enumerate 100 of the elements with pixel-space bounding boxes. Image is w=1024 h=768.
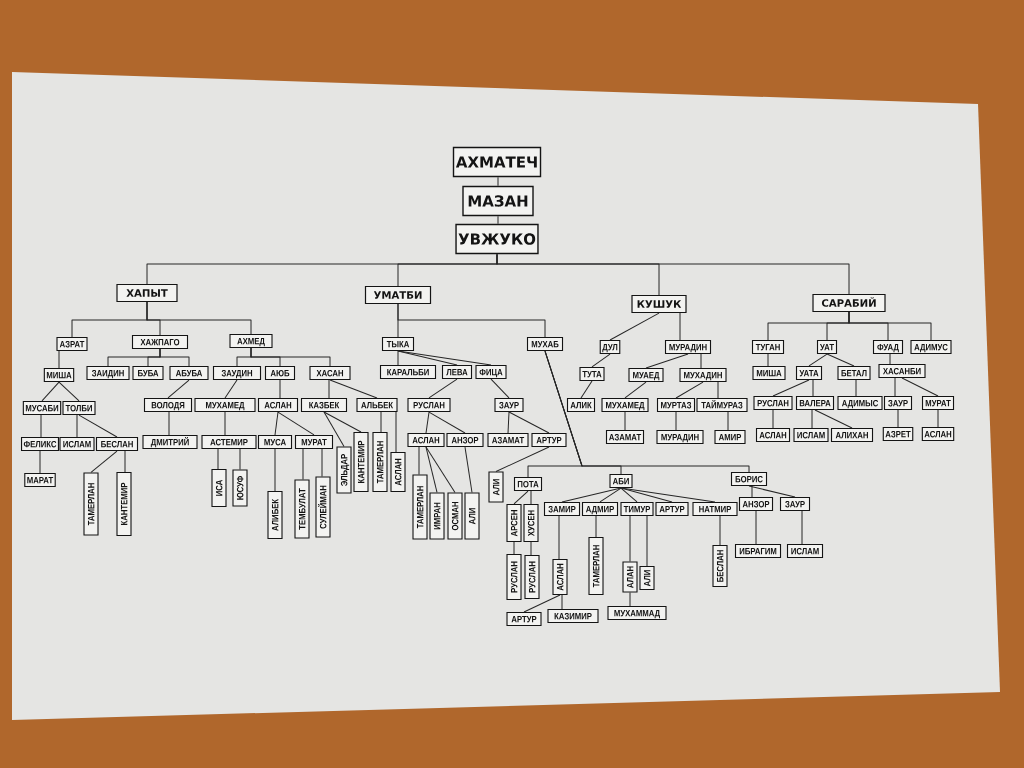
name-box: ХАПЫТ [116,283,178,303]
connector-line [490,378,510,399]
connector-line [496,253,850,295]
name-box: АСТЕМИР [201,434,257,450]
name-box: ТАМЕРЛАН [588,536,604,596]
name-box: ТУГАН [751,339,785,355]
name-box: АБУБА [169,365,209,381]
connector-line [425,446,456,493]
name-box: СУЛЕЙМАН [315,476,331,538]
connector-line [279,379,281,399]
name-box: БЕСЛАН [95,436,139,452]
connector-line [620,487,716,503]
connector-line [675,411,677,431]
name-box: АСЛАН [755,427,791,443]
connector-line [58,381,80,402]
connector-line [767,353,769,367]
connector-line [530,541,532,556]
name-box: АЛЬБЕК [356,397,398,413]
name-box: МУРТАЗ [656,397,696,413]
connector-line [418,446,420,475]
name-box: ЛЕВА [441,364,473,380]
connector-line [561,594,563,610]
name-box: РУСЛАН [524,554,540,600]
connector-line [76,414,78,438]
name-box: БОРИС [730,471,768,487]
connector-line [167,379,190,399]
connector-line [397,350,399,366]
connector-line [675,381,704,399]
name-box: КУШУК [631,294,687,314]
name-box: АНЗОР [738,496,774,512]
name-box: ПОТА [513,476,543,492]
name-box: ЭЛЬДАР [336,446,352,494]
name-box: МИША [752,365,786,381]
connector-line [497,176,499,187]
name-box: НАТМИР [692,501,738,517]
connector-line [748,485,796,498]
connector-line [558,515,560,560]
connector-line [609,312,660,341]
name-box: МУАЕД [628,367,664,383]
connector-line [808,353,828,367]
name-box: КАРАЛЬБИ [379,364,437,380]
connector-line [624,381,647,399]
name-box: ВАЛЕРА [795,395,835,411]
name-box: АСЛАН [552,558,568,596]
name-box: ФЕЛИКС [21,436,60,452]
name-box: МУРАТ [294,434,334,450]
connector-line [250,347,331,367]
connector-line [629,515,631,562]
name-box: ОСМАН [447,492,463,540]
name-box: ТАЙМУРАЗ [696,397,748,413]
name-box: МУХАДИН [679,367,727,383]
connector-line [897,409,899,428]
connector-line [826,353,855,367]
name-box: АМИР [714,429,746,445]
connector-line [323,411,362,433]
name-box: ХУСЕН [523,503,539,543]
connector-line [646,515,648,567]
connector-line [124,450,126,473]
connector-line [395,411,397,453]
name-box: АРТУР [506,611,542,627]
name-box: ФИЦА [475,364,507,380]
name-box: АБИ [609,473,633,489]
name-box: УВЖУКО [455,223,539,255]
name-box: РУСЛАН [407,397,451,413]
name-box: ХАЖПАГО [131,334,189,350]
name-box: АЛИ [639,565,655,591]
name-box: АЗАМАТ [487,432,529,448]
connector-line [700,353,702,369]
name-box: АЛИ [488,471,504,503]
connector-line [751,485,753,498]
connector-line [591,353,611,368]
connector-line [90,450,118,473]
name-box: САРАБИЙ [812,293,886,313]
connector-line [727,411,729,431]
connector-line [146,301,252,335]
connector-line [508,411,550,434]
connector-line [523,594,561,613]
name-box: ТЕМБУЛАТ [294,479,310,539]
name-box: АХМАТЕЧ [452,146,542,178]
connector-line [397,303,546,338]
name-box: АЛИ [464,492,480,540]
connector-line [497,215,499,225]
connector-line [277,411,315,436]
connector-line [530,490,532,505]
name-box: ТИМУР [620,501,654,517]
name-box: ТЫКА [381,336,415,352]
name-box: ЗАМИР [543,501,581,517]
name-box: ДМИТРИЙ [142,434,198,450]
name-box: МУХАБ [526,336,564,352]
name-box: ИСА [211,468,227,508]
name-box: ТАМЕРЛАН [412,474,428,540]
name-box: БЕСЛАН [712,544,728,588]
name-box: РУСЛАН [506,553,522,601]
name-box: ДУЛ [599,339,621,355]
name-box: ХАСАН [309,365,351,381]
name-box: АРТУР [655,501,689,517]
name-box: АСЛАН [257,397,299,413]
name-box: АСЛАН [390,451,406,493]
connector-line [224,411,226,436]
name-box: МУСА [257,434,293,450]
